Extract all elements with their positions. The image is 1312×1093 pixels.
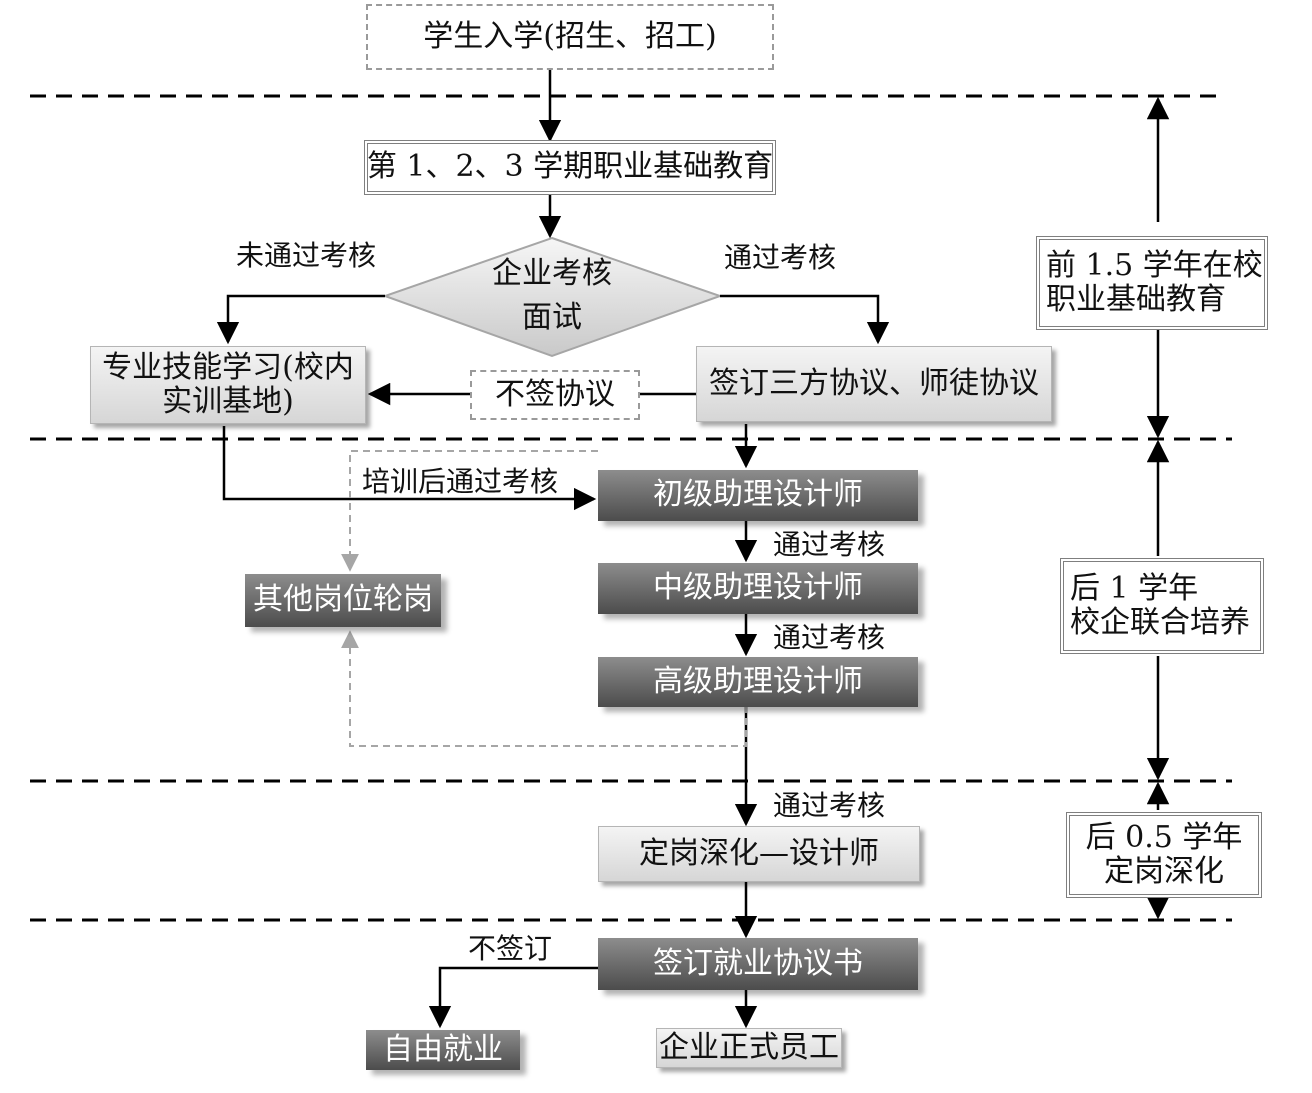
phase3-box: 后 0.5 学年 定岗深化 xyxy=(1066,812,1262,898)
formal-employee-box: 企业正式员工 xyxy=(656,1028,842,1068)
arrow-exam-fail xyxy=(216,294,385,345)
senior-designer-box: 高级助理设计师 xyxy=(598,657,918,707)
sign-agreement-box: 签订三方协议、师徒协议 xyxy=(696,346,1052,422)
fixed-post-text: 定岗深化—设计师 xyxy=(639,835,879,871)
label-pass-3: 通过考核 xyxy=(773,789,886,822)
sign-employment-text: 签订就业协议书 xyxy=(653,945,863,981)
middle-designer-text: 中级助理设计师 xyxy=(653,570,863,606)
label-train-pass: 培训后通过考核 xyxy=(362,465,559,498)
phase2-line2: 校企联合培养 xyxy=(1070,605,1250,640)
arrow-senior-to-rotation xyxy=(341,630,747,747)
arrow-sign-to-free xyxy=(428,966,598,1029)
junior-designer-box: 初级助理设计师 xyxy=(598,470,918,521)
free-employment-box: 自由就业 xyxy=(366,1030,520,1070)
fixed-post-box: 定岗深化—设计师 xyxy=(598,826,920,882)
phase3-line2: 定岗深化 xyxy=(1104,854,1224,889)
phase2-box: 后 1 学年 校企联合培养 xyxy=(1060,558,1264,654)
phase1-box: 前 1.5 学年在校 职业基础教育 xyxy=(1036,236,1268,330)
free-employment-text: 自由就业 xyxy=(383,1031,503,1067)
phase3-line1: 后 0.5 学年 xyxy=(1085,819,1243,855)
skill-learning-line1: 专业技能学习(校内 xyxy=(102,349,354,385)
formal-employee-text: 企业正式员工 xyxy=(659,1029,839,1065)
senior-designer-text: 高级助理设计师 xyxy=(653,663,863,699)
rotation-text: 其他岗位轮岗 xyxy=(253,582,433,618)
exam-label: 企业考核 面试 xyxy=(472,252,632,340)
label-not-pass: 未通过考核 xyxy=(236,239,377,272)
label-not-sign: 不签订 xyxy=(468,932,553,965)
sign-employment-box: 签订就业协议书 xyxy=(598,938,918,990)
rotation-box: 其他岗位轮岗 xyxy=(245,574,441,627)
rotation-feedback-lines xyxy=(341,450,747,747)
skill-learning-box: 专业技能学习(校内 实训基地) xyxy=(90,346,366,424)
exam-text-line1: 企业考核 xyxy=(492,255,612,291)
exam-text-line2: 面试 xyxy=(522,300,582,335)
arrow-skill-to-junior xyxy=(222,426,597,511)
no-sign-text: 不签协议 xyxy=(495,376,615,412)
phase2-line1: 后 1 学年 xyxy=(1070,570,1199,606)
enroll-box: 学生入学(招生、招工) xyxy=(366,4,774,70)
label-pass: 通过考核 xyxy=(724,241,837,274)
exam-diamond xyxy=(381,236,724,358)
phase-separators xyxy=(30,94,1232,922)
arrow-exam-pass xyxy=(720,294,890,345)
sign-agreement-text: 签订三方协议、师徒协议 xyxy=(709,365,1039,401)
phase1-line2: 职业基础教育 xyxy=(1046,282,1226,317)
no-sign-box: 不签协议 xyxy=(470,370,640,420)
label-pass-2: 通过考核 xyxy=(773,621,886,654)
basic-education-box: 第 1、2、3 学期职业基础教育 xyxy=(364,140,776,195)
junior-designer-text: 初级助理设计师 xyxy=(653,477,863,513)
label-pass-1: 通过考核 xyxy=(773,528,886,561)
skill-learning-line2: 实训基地) xyxy=(162,384,294,419)
flow-arrows xyxy=(216,70,890,1029)
phase1-line1: 前 1.5 学年在校 xyxy=(1046,247,1263,283)
arrow-junior-to-rotation xyxy=(341,450,598,572)
basic-education-text: 第 1、2、3 学期职业基础教育 xyxy=(366,149,774,185)
middle-designer-box: 中级助理设计师 xyxy=(598,563,918,614)
enroll-text: 学生入学(招生、招工) xyxy=(423,18,717,54)
